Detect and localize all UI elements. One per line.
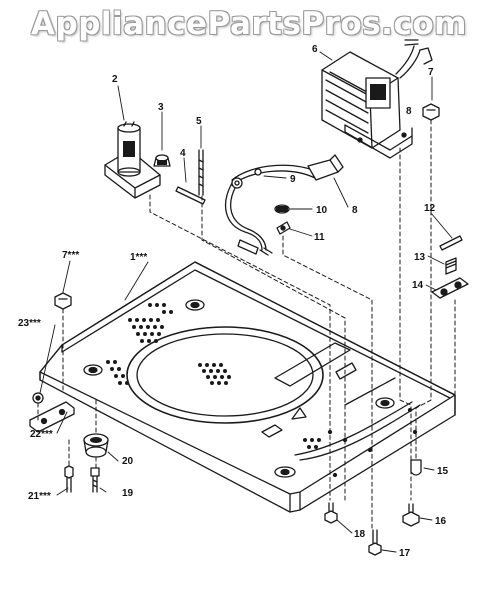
- screw-16: [402, 503, 420, 527]
- callout-10: 10: [316, 205, 328, 216]
- screw-23: [32, 392, 44, 404]
- foot-15: [410, 459, 422, 476]
- callout-8-lower: 8: [352, 205, 358, 216]
- callout-9: 9: [290, 174, 296, 185]
- callout-23: 23***: [18, 318, 41, 329]
- callout-21: 21***: [28, 491, 51, 502]
- callout-8-upper: 8: [406, 106, 412, 117]
- nut-3: [153, 154, 171, 167]
- callout-19: 19: [122, 488, 134, 499]
- callout-7-upper: 7: [428, 67, 434, 78]
- transformer: [321, 39, 433, 159]
- callout-labels: 1*** 2 3 4 5 6 7 7*** 8 8 9 10 11 12 13 …: [18, 44, 449, 559]
- screw-21: [64, 465, 74, 493]
- callout-17: 17: [399, 548, 411, 559]
- callout-2: 2: [112, 74, 118, 85]
- callout-22: 22***: [30, 429, 53, 440]
- capacitor: [104, 121, 161, 199]
- screw-18: [324, 502, 338, 524]
- callout-18: 18: [354, 529, 366, 540]
- nut-7-lower: [54, 292, 72, 310]
- callout-4: 4: [180, 148, 186, 159]
- nut-7-upper: [422, 103, 440, 121]
- callout-20: 20: [122, 456, 134, 467]
- callout-14: 14: [412, 280, 424, 291]
- screw-17: [368, 529, 382, 556]
- callout-13: 13: [414, 252, 426, 263]
- fuse-part: [175, 186, 206, 205]
- callout-3: 3: [158, 102, 164, 113]
- callout-15: 15: [437, 466, 449, 477]
- foot-20: [83, 433, 109, 458]
- callout-1: 1***: [130, 252, 147, 263]
- callout-5: 5: [196, 116, 202, 127]
- watermark-logo: AppliancePartsPros.com: [31, 6, 467, 42]
- vent-holes: [106, 303, 321, 449]
- screw-11: [276, 221, 291, 235]
- wire-harness: [224, 154, 344, 256]
- turntable-ring: [126, 326, 324, 424]
- assembly-lines: [37, 119, 456, 529]
- nut-10: [274, 204, 290, 214]
- callout-12: 12: [424, 203, 436, 214]
- callout-16: 16: [435, 516, 447, 527]
- base-plate: [39, 261, 456, 513]
- leader-lines: [39, 51, 453, 553]
- screw-19: [90, 467, 100, 493]
- bracket-parts: [431, 235, 469, 299]
- screw-5: [198, 149, 204, 196]
- callout-11: 11: [314, 232, 325, 243]
- callout-7-lower: 7***: [62, 250, 79, 261]
- callout-6: 6: [312, 44, 318, 55]
- bracket-22: [29, 401, 75, 433]
